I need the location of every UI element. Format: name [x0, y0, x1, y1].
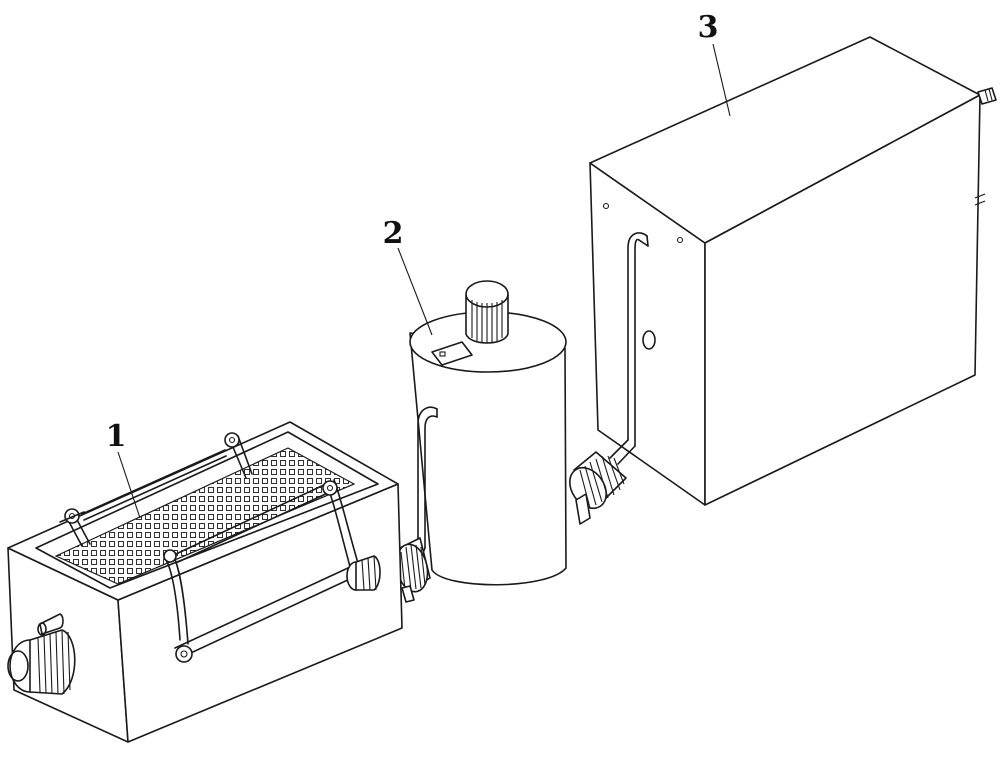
label-3: 3 [698, 10, 719, 45]
leader-line-2 [397, 247, 433, 336]
component-1-tank [7, 421, 403, 743]
label-2: 2 [383, 216, 404, 251]
leader-line-1 [117, 451, 141, 519]
leader-line-3 [712, 43, 731, 117]
component-2-cylinder [397, 247, 567, 586]
label-1: 1 [106, 419, 127, 454]
mesh-screen [54, 447, 356, 585]
coupling-1-2 [395, 537, 431, 603]
coupling-2-3 [569, 451, 627, 525]
component-3-cabinet [589, 36, 997, 506]
